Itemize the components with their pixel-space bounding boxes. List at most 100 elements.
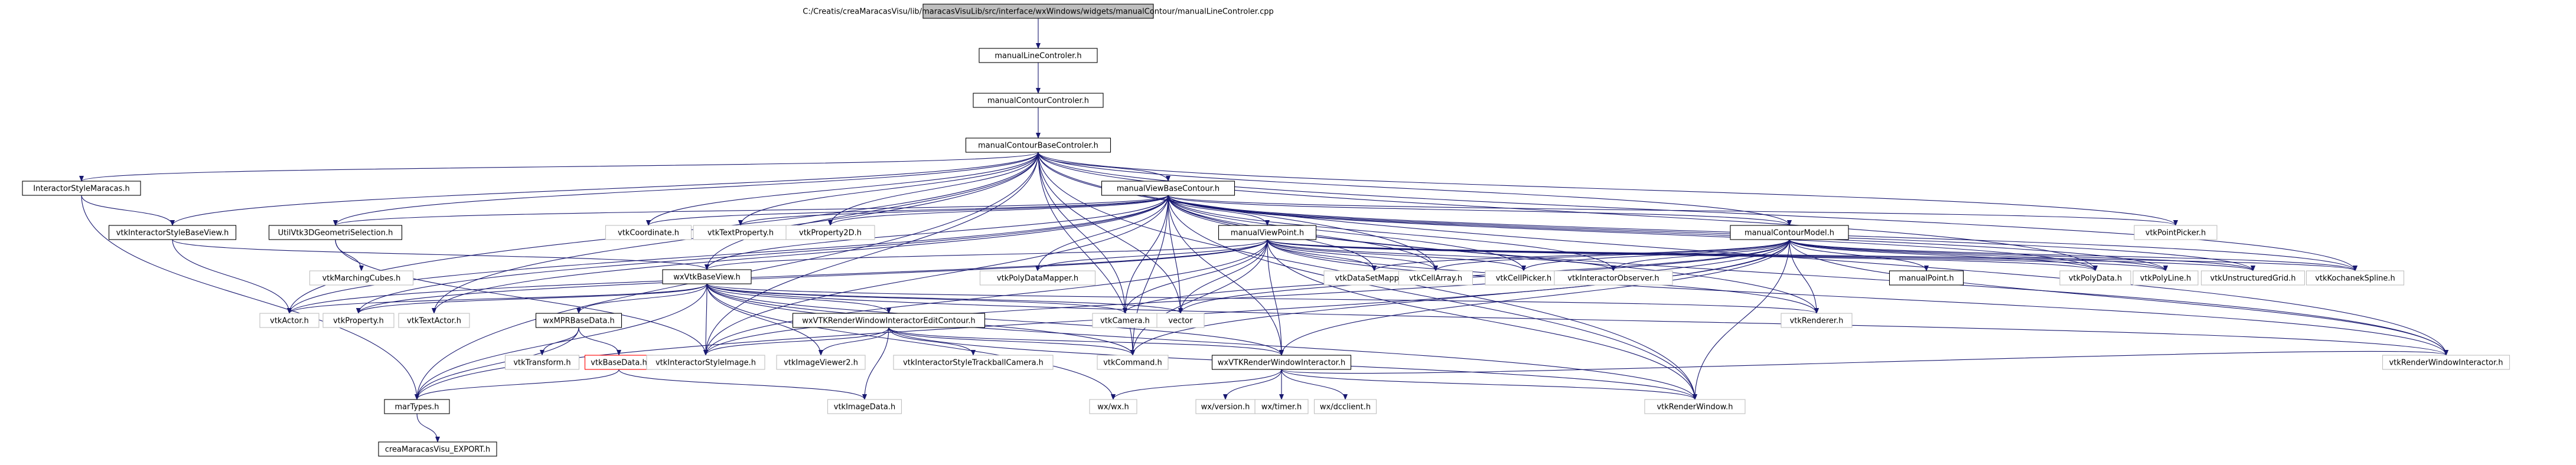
node-vtkIntStyleTrack[interactable]: vtkInteractorStyleTrackballCamera.h [893,355,1054,370]
node-wxdcclient[interactable]: wx/dcclient.h [1313,399,1377,414]
node-box [535,313,622,328]
node-marTypes[interactable]: marTypes.h [384,399,450,414]
node-label: vtkCommand.h [1103,359,1162,368]
node-box [108,225,237,240]
node-box [504,355,580,370]
node-vtkMarching[interactable]: vtkMarchingCubes.h [309,270,414,286]
node-label: vtkActor.h [270,317,309,326]
edge-viewPoint-to-vtkRenderWindow [1267,239,1697,400]
node-vtkProperty[interactable]: vtkProperty.h [322,313,394,328]
node-vtkCamera[interactable]: vtkCamera.h [1092,313,1158,328]
node-vtkImageViewer2[interactable]: vtkImageViewer2.h [776,355,866,370]
edge-wxVtkBaseView-to-vector [706,283,1183,314]
edge-viewPoint-to-vtkCellPicker [1267,239,1526,271]
node-vtkBaseData[interactable]: vtkBaseData.h [584,355,654,370]
edge-contourModel-to-vtkRenderWindow [1693,239,1790,400]
node-wxVTKRWI[interactable]: wxVTKRenderWindowInteractor.h [1211,355,1352,370]
edge-wxVtkBaseView-to-vtkRenderWindow [706,283,1697,400]
node-vtkPolyDataMapper[interactable]: vtkPolyDataMapper.h [979,270,1096,286]
edge-util3D-to-vtkMarching [335,239,364,271]
node-box [1398,270,1473,286]
node-vtkRenderWindow[interactable]: vtkRenderWindow.h [1644,399,1746,414]
node-vtkTransform[interactable]: vtkTransform.h [504,355,580,370]
node-vtkTextProp[interactable]: vtkTextProperty.h [693,225,788,240]
node-label: vtkCellArray.h [1409,274,1462,283]
edge-contourModel-to-vtkRWI [1789,239,2448,356]
node-vtkIntObserver[interactable]: vtkInteractorObserver.h [1554,270,1673,286]
node-label: manualLineControler.h [994,52,1081,61]
node-vtkCellPicker[interactable]: vtkCellPicker.h [1485,270,1563,286]
edge-viewPoint-to-vtkRWI [1267,239,2448,356]
edge-vtkBaseData-to-vtkImageData [618,369,867,400]
node-box [378,441,497,457]
node-wxVTKRWIEdit[interactable]: wxVTKRenderWindowInteractorEditContour.h [792,313,986,328]
edge-wxVtkBaseView-to-marTypes [415,283,707,400]
node-vtkUnstruct[interactable]: vtkUnstructuredGrid.h [2200,270,2306,286]
node-wxtimer[interactable]: wx/timer.h [1254,399,1309,414]
edge-contourModel-to-vtkPolyLine [1789,239,2168,271]
edge-viewPoint-to-vtkProperty [356,239,1268,314]
edge-wxVtkBaseView-to-wxwx [706,283,1116,400]
node-vtkActor[interactable]: vtkActor.h [259,313,319,328]
node-label: wx/dcclient.h [1320,403,1371,412]
node-creaExport[interactable]: creaMaracasVisu_EXPORT.h [378,441,497,457]
node-box [979,270,1096,286]
edge-viewPoint-to-vtkIntStyleImage [703,239,1268,356]
node-wxMPR[interactable]: wxMPRBaseData.h [535,313,622,328]
node-label: wxVtkBaseView.h [673,273,741,282]
edge-viewBase-to-vtkProp2D [828,195,1169,226]
node-label: vtkRenderWindowInteractor.h [2389,359,2503,368]
node-util3D[interactable]: UtilVtk3DGeometriSelection.h [268,225,403,240]
node-vtkCommand[interactable]: vtkCommand.h [1097,355,1169,370]
node-vtkKochanek[interactable]: vtkKochanekSpline.h [2306,270,2405,286]
node-label: vtkKochanekSpline.h [2315,274,2395,283]
node-box [1889,270,1964,286]
edge-wxVtkBaseView-to-vtkActor [287,283,707,314]
node-wxversion[interactable]: wx/version.h [1195,399,1256,414]
edge-contourModel-to-manualPoint [1789,239,1929,271]
node-vtkProp2D[interactable]: vtkProperty2D.h [785,225,875,240]
node-vtkRWI[interactable]: vtkRenderWindowInteractor.h [2382,355,2510,370]
edge-viewPoint-to-vtkKochanek [1267,239,2357,271]
node-vtkCoord[interactable]: vtkCoordinate.h [605,225,692,240]
node-vtkPolyData[interactable]: vtkPolyData.h [2059,270,2131,286]
node-manualPoint[interactable]: manualPoint.h [1889,270,1964,286]
node-interStyleMar[interactable]: InteractorStyleMaracas.h [22,181,141,196]
node-contourCtrl[interactable]: manualContourControler.h [973,93,1104,108]
node-label: wxVTKRenderWindowInteractorEditContour.h [802,317,976,326]
node-vtkIntStyleImage[interactable]: vtkInteractorStyleImage.h [646,355,765,370]
node-baseCtrl[interactable]: manualContourBaseControler.h [965,137,1111,153]
edge-wxVTKRWIEdit-to-vtkImageData [862,327,889,400]
node-contourModel[interactable]: manualContourModel.h [1730,225,1849,240]
edge-wxVtkBaseView-to-vtkRWI [706,283,2448,356]
node-root[interactable]: C:/Creatis/creaMaracasVisu/lib/maracasVi… [803,4,1274,19]
node-vtkPolyLine[interactable]: vtkPolyLine.h [2132,270,2199,286]
node-lineCtrl[interactable]: manualLineControler.h [979,48,1098,63]
node-label: manualContourControler.h [987,97,1089,106]
edge-marTypes-to-creaExport [416,413,440,443]
node-wxVtkBaseView[interactable]: wxVtkBaseView.h [662,269,752,284]
edge-viewPoint-to-vtkCamera [1123,239,1268,314]
node-viewBase[interactable]: manualViewBaseContour.h [1101,181,1235,196]
node-vtkRenderer[interactable]: vtkRenderer.h [1781,313,1853,328]
edge-viewPoint-to-vtkIntObserver [1267,239,1616,271]
node-wxwx[interactable]: wx/wx.h [1089,399,1137,414]
node-vtkImageData[interactable]: vtkImageData.h [827,399,902,414]
node-box [1092,313,1158,328]
node-box [973,93,1104,108]
node-vtkPointPicker[interactable]: vtkPointPicker.h [2134,225,2218,240]
node-vtkCellArray[interactable]: vtkCellArray.h [1398,270,1473,286]
node-box [827,399,902,414]
edge-baseCtrl-to-vtkIntStyleImage [703,152,1039,356]
edge-viewBase-to-vtkIntStyleImage [703,195,1169,356]
node-vtkIntStyleBase[interactable]: vtkInteractorStyleBaseView.h [108,225,237,240]
node-box [1781,313,1853,328]
node-label: vtkCamera.h [1100,317,1150,326]
edge-contourModel-to-vtkRenderer [1789,239,1819,314]
node-box [1730,225,1849,240]
node-vector[interactable]: vector [1156,313,1205,328]
node-vtkTextActor[interactable]: vtkTextActor.h [398,313,470,328]
node-viewPoint[interactable]: manualViewPoint.h [1218,225,1317,240]
node-box [1089,399,1137,414]
node-box [893,355,1054,370]
